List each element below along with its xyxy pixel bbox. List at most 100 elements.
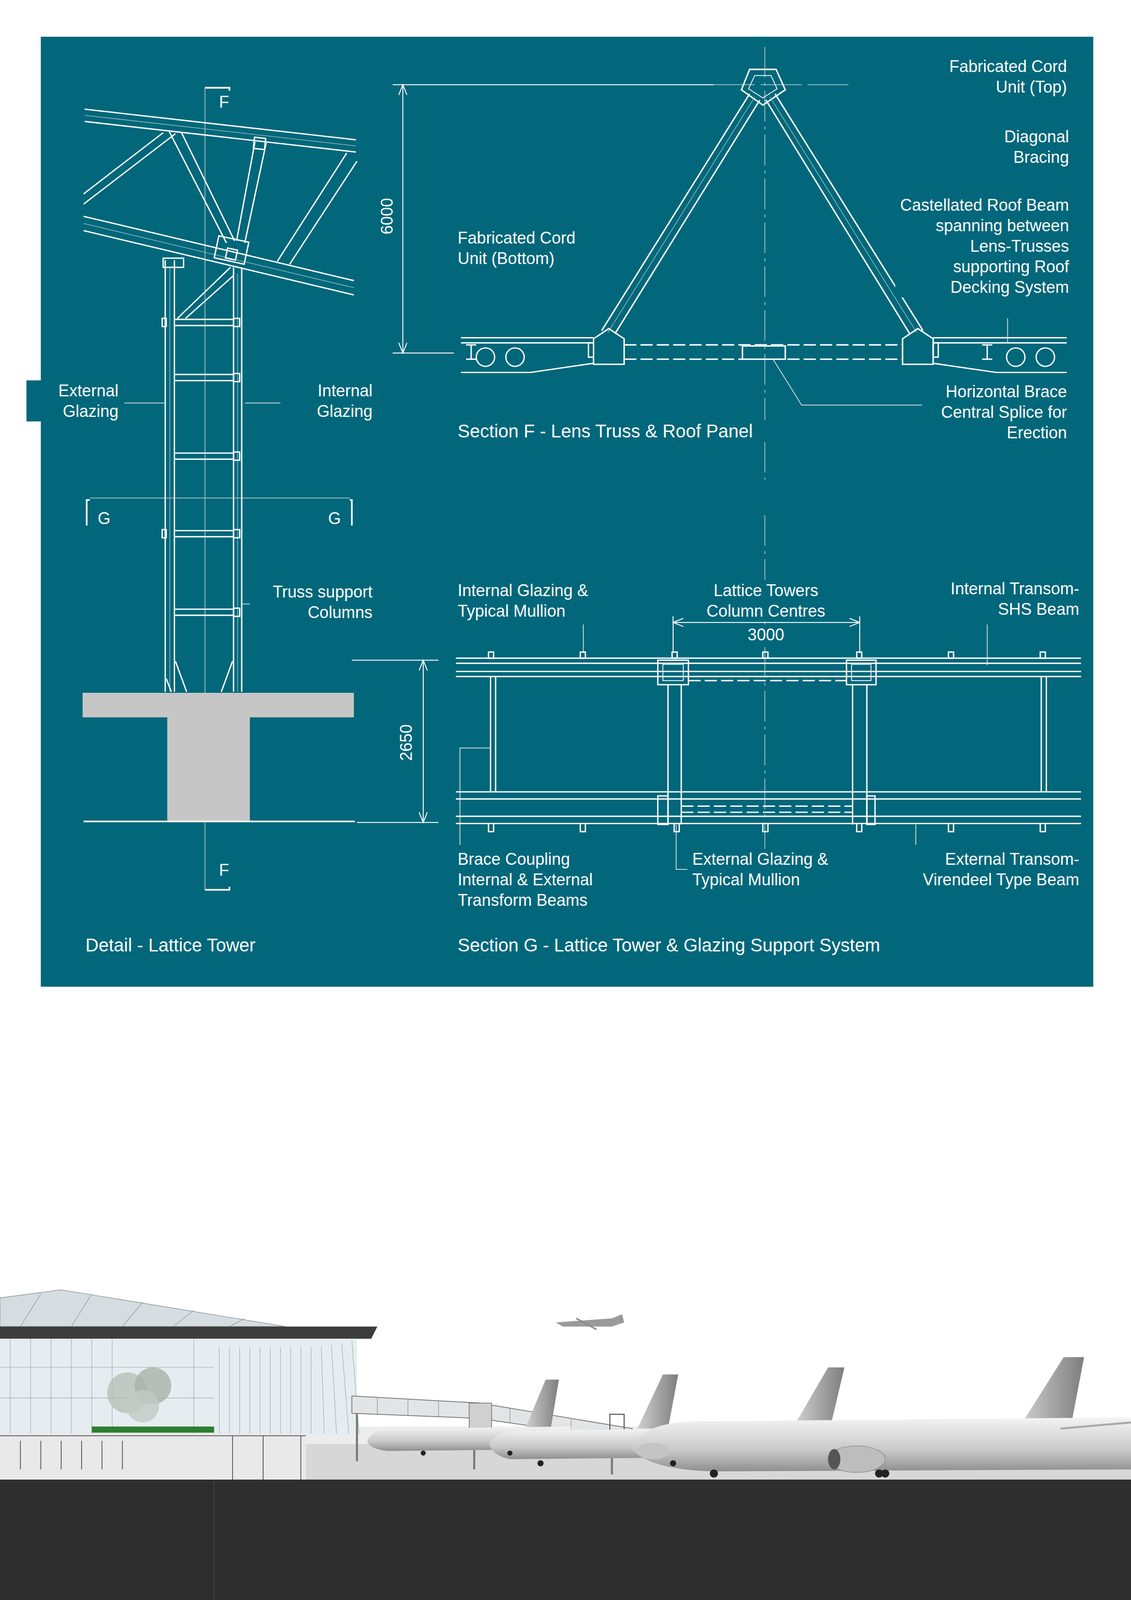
dimension-line bbox=[402, 84, 404, 353]
glazing-support bbox=[456, 652, 1082, 832]
dimension-line bbox=[357, 821, 439, 823]
airport-rendering bbox=[121, 1440, 123, 1470]
glazing-support bbox=[456, 798, 1082, 800]
airport-rendering bbox=[0, 1479, 1131, 1600]
roof-truss bbox=[83, 230, 354, 296]
dimension-line bbox=[392, 84, 714, 353]
dimension-line bbox=[422, 659, 424, 823]
airport-rendering bbox=[0, 1326, 378, 1339]
leader-line bbox=[124, 318, 1008, 870]
dimension-line bbox=[673, 618, 684, 627]
blueprint-panel bbox=[40, 36, 1094, 987]
glazing-support bbox=[489, 676, 492, 792]
airport-rendering bbox=[795, 1367, 845, 1424]
part-label: Horizontal Brace Central Splice for Erec… bbox=[922, 381, 1069, 443]
airport-rendering bbox=[525, 1379, 560, 1429]
airport-rendering bbox=[509, 1407, 511, 1422]
lattice-tower bbox=[174, 452, 234, 454]
lattice-tower bbox=[233, 451, 240, 461]
section-marker bbox=[349, 499, 352, 526]
lattice-tower bbox=[162, 529, 167, 538]
glazing-support bbox=[657, 659, 689, 685]
roof-panel bbox=[1036, 347, 1055, 367]
lattice-tower bbox=[174, 373, 234, 376]
leader-line bbox=[582, 624, 584, 654]
lattice-tower bbox=[163, 258, 184, 268]
airport-rendering bbox=[637, 1374, 679, 1429]
airport-rendering bbox=[636, 1442, 670, 1459]
airport-rendering bbox=[828, 1445, 886, 1473]
part-label: Castellated Roof Beam spanning between L… bbox=[895, 194, 1071, 298]
glazing-support bbox=[580, 823, 586, 832]
glazing-support bbox=[456, 670, 1082, 673]
airport-rendering bbox=[0, 1289, 286, 1327]
roof-truss bbox=[84, 108, 357, 140]
dimension-line bbox=[849, 618, 860, 627]
drawing-title: Section F - Lens Truss & Roof Panel bbox=[456, 420, 885, 442]
glazing-support bbox=[1040, 823, 1046, 832]
airport-rendering bbox=[0, 1289, 1131, 1600]
lattice-tower bbox=[237, 273, 238, 692]
part-label: External Glazing & Typical Mullion bbox=[690, 848, 844, 890]
dimension-line bbox=[419, 659, 428, 670]
airport-rendering bbox=[290, 1346, 291, 1434]
lattice-tower bbox=[233, 607, 240, 617]
roof-panel bbox=[470, 344, 473, 359]
airport-rendering bbox=[377, 1397, 378, 1415]
ground-line bbox=[83, 820, 355, 822]
airport-rendering bbox=[50, 1338, 52, 1436]
airport-rendering bbox=[0, 1338, 359, 1436]
roof-panel bbox=[588, 342, 594, 358]
roof-truss bbox=[83, 108, 357, 295]
glazing-support bbox=[681, 811, 853, 813]
airport-rendering bbox=[507, 1450, 513, 1456]
airport-rendering bbox=[1019, 1357, 1085, 1427]
lattice-tower bbox=[166, 678, 172, 692]
glazing-support bbox=[456, 662, 1082, 665]
glazing-support bbox=[688, 679, 847, 682]
lattice-tower bbox=[174, 379, 234, 382]
section-marker bbox=[86, 499, 90, 526]
section-marker: G bbox=[95, 508, 119, 529]
lens-truss bbox=[765, 99, 910, 334]
roof-panel bbox=[982, 358, 993, 360]
airport-rendering bbox=[310, 1346, 312, 1434]
airport-rendering bbox=[213, 1479, 215, 1600]
roof-truss bbox=[253, 137, 266, 150]
airport-rendering bbox=[355, 1413, 358, 1462]
lattice-tower bbox=[177, 267, 231, 319]
leader-line bbox=[986, 624, 988, 665]
airport-rendering bbox=[91, 1338, 93, 1436]
airport-rendering bbox=[71, 1338, 72, 1436]
lattice-tower bbox=[233, 529, 240, 538]
glazing-support bbox=[856, 823, 862, 832]
airport-rendering bbox=[321, 1346, 325, 1434]
lattice-tower bbox=[174, 529, 234, 532]
roof-truss bbox=[169, 131, 227, 244]
dimension-value: 6000 bbox=[376, 185, 397, 247]
roof-panel bbox=[461, 342, 594, 344]
lattice-tower bbox=[174, 614, 234, 617]
lens-truss bbox=[902, 328, 934, 364]
roof-truss bbox=[214, 235, 250, 265]
roof-truss bbox=[84, 121, 357, 152]
lens-truss bbox=[601, 93, 750, 331]
leader-line bbox=[460, 747, 491, 846]
leader-line bbox=[773, 359, 929, 406]
glazing-support bbox=[488, 823, 494, 832]
airport-rendering bbox=[537, 1459, 544, 1466]
roof-panel bbox=[933, 342, 939, 358]
roof-truss bbox=[225, 248, 238, 261]
glazing-support bbox=[456, 675, 1082, 678]
roof-truss bbox=[83, 216, 354, 281]
roof-panel bbox=[505, 347, 524, 367]
airport-rendering bbox=[91, 1426, 214, 1433]
lattice-tower bbox=[185, 275, 234, 319]
roof-panel bbox=[933, 337, 1067, 339]
airport-rendering bbox=[30, 1338, 31, 1436]
lattice-tower bbox=[162, 318, 167, 327]
dimension-line bbox=[398, 84, 407, 95]
airport-rendering bbox=[407, 1398, 409, 1416]
lens-truss bbox=[593, 328, 624, 364]
